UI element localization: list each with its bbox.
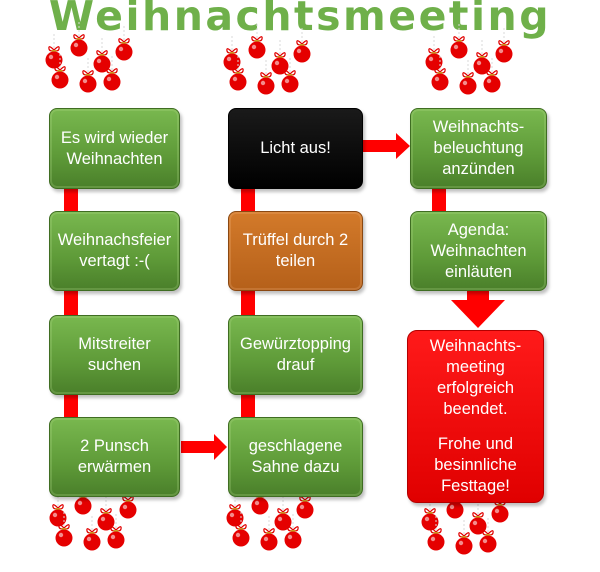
christmas-bauble-icon xyxy=(274,496,292,531)
step-label: Mitstreiter suchen xyxy=(78,335,151,374)
step-meeting-beendet: Weihnachts-meeting erfolgreich beendet. … xyxy=(407,330,544,503)
christmas-bauble-icon xyxy=(226,492,244,527)
christmas-bauble-icon xyxy=(51,54,69,89)
christmas-bauble-icon xyxy=(232,512,250,547)
step-label: Agenda: Weihnachten einläuten xyxy=(430,220,527,281)
christmas-bauble-icon xyxy=(459,60,477,95)
step-trueffel-teilen: Trüffel durch 2 teilen xyxy=(228,211,363,291)
step-weihnachtsbeleuchtung: Weihnachts-beleuchtung anzünden xyxy=(410,108,547,189)
connector-1-2 xyxy=(64,188,78,212)
christmas-bauble-icon xyxy=(284,514,302,549)
christmas-bauble-icon xyxy=(425,36,443,71)
christmas-bauble-icon xyxy=(281,58,299,93)
step-punsch-erwaermen: 2 Punsch erwärmen xyxy=(49,417,180,497)
christmas-bauble-icon xyxy=(495,28,513,63)
christmas-bauble-icon xyxy=(115,26,133,61)
step-gewuerztopping: Gewürztopping drauf xyxy=(228,315,363,395)
christmas-bauble-icon xyxy=(93,38,111,73)
christmas-bauble-icon xyxy=(257,60,275,95)
step-label: Licht aus! xyxy=(260,139,331,157)
connector-3-4 xyxy=(64,394,78,418)
christmas-bauble-icon xyxy=(296,484,314,519)
christmas-bauble-icon xyxy=(229,56,247,91)
step-label: 2 Punsch erwärmen xyxy=(77,437,152,476)
christmas-bauble-icon xyxy=(103,56,121,91)
step-label: Weihnachsfeier vertagt :-( xyxy=(57,231,172,270)
christmas-bauble-icon xyxy=(479,518,497,553)
step-label: Weihnachts-beleuchtung anzünden xyxy=(432,118,525,178)
christmas-bauble-icon xyxy=(119,484,137,519)
page-title: Weihnachtsmeeting xyxy=(48,0,552,40)
connector-7-8 xyxy=(241,394,255,418)
christmas-bauble-icon xyxy=(49,492,67,527)
arrow-to-final xyxy=(451,290,505,328)
christmas-bauble-icon xyxy=(223,36,241,71)
christmas-bauble-icon xyxy=(455,520,473,555)
step-weihnachsfeier-vertagt: Weihnachsfeier vertagt :-( xyxy=(49,211,180,291)
christmas-bauble-icon xyxy=(271,40,289,75)
step-sahne-dazu: geschlagene Sahne dazu xyxy=(228,417,363,497)
christmas-bauble-icon xyxy=(70,22,88,57)
step-label: Es wird wieder Weihnachten xyxy=(60,128,169,168)
christmas-bauble-icon xyxy=(79,58,97,93)
christmas-bauble-icon xyxy=(45,34,63,69)
christmas-bauble-icon xyxy=(421,496,439,531)
arrow-to-step-5 xyxy=(181,434,227,460)
christmas-bauble-icon xyxy=(450,24,468,59)
step-mitstreiter-suchen: Mitstreiter suchen xyxy=(49,315,180,395)
step-es-wird-wieder-weihnachten: Es wird wieder Weihnachten xyxy=(49,108,180,189)
step-label: Trüffel durch 2 teilen xyxy=(242,231,349,270)
christmas-bauble-icon xyxy=(473,40,491,75)
christmas-bauble-icon xyxy=(483,58,501,93)
arrow-to-step-9 xyxy=(362,133,410,159)
connector-9-10 xyxy=(432,188,446,212)
step-label: geschlagene Sahne dazu xyxy=(248,437,343,476)
christmas-bauble-icon xyxy=(248,24,266,59)
christmas-bauble-icon xyxy=(97,496,115,531)
step-label: Gewürztopping drauf xyxy=(240,335,351,374)
christmas-bauble-icon xyxy=(427,516,445,551)
final-message: Weihnachts-meeting erfolgreich beendet. xyxy=(429,337,522,418)
christmas-bauble-icon xyxy=(469,500,487,535)
connector-2-3 xyxy=(64,290,78,316)
christmas-bauble-icon xyxy=(431,56,449,91)
step-licht-aus: Licht aus! xyxy=(228,108,363,189)
christmas-bauble-icon xyxy=(293,28,311,63)
christmas-bauble-icon xyxy=(260,516,278,551)
step-agenda: Agenda: Weihnachten einläuten xyxy=(410,211,547,291)
final-greeting: Frohe und besinnliche Festtage! xyxy=(434,435,517,495)
christmas-bauble-icon xyxy=(107,514,125,549)
christmas-bauble-icon xyxy=(83,516,101,551)
christmas-bauble-icon xyxy=(491,488,509,523)
connector-5-6 xyxy=(241,188,255,212)
christmas-bauble-icon xyxy=(55,512,73,547)
connector-6-7 xyxy=(241,290,255,316)
